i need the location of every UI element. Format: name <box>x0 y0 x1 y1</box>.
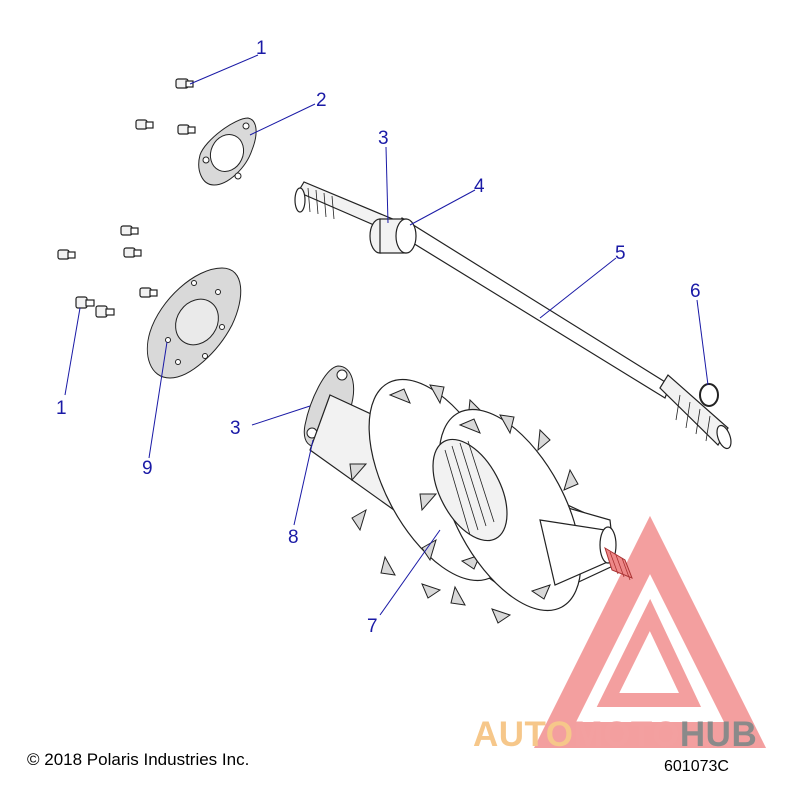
callout-1-upper: 1 <box>256 38 267 59</box>
watermark-moto: MOTO <box>573 715 680 754</box>
watermark-hub: HUB <box>679 715 758 754</box>
copyright-notice: © 2018 Polaris Industries Inc. <box>27 750 250 769</box>
drive-shaft <box>294 181 732 450</box>
watermark-text: AUTOMOTOHUB <box>473 715 757 755</box>
watermark-logo <box>533 515 767 748</box>
callout-9: 9 <box>142 458 153 479</box>
o-ring <box>699 383 719 407</box>
leader-lines <box>64 54 709 616</box>
bearing-collar <box>369 218 417 254</box>
callout-6: 6 <box>690 281 701 302</box>
flange-gasket <box>198 117 257 186</box>
callout-4: 4 <box>474 176 485 197</box>
callout-3-lower: 3 <box>230 418 241 439</box>
callout-5: 5 <box>615 243 626 264</box>
callout-7: 7 <box>367 616 378 637</box>
part-number: 601073C <box>664 758 729 775</box>
callout-labels: 1 2 3 4 5 6 1 9 3 8 7 <box>56 38 701 637</box>
bolt-left-upper <box>135 119 154 130</box>
bolt-group-lower <box>57 225 158 318</box>
bolt-top <box>175 78 194 89</box>
disc-plate <box>146 267 242 379</box>
callout-3-upper: 3 <box>378 128 389 149</box>
watermark-auto: AUTO <box>473 715 574 754</box>
bolt-mid-upper <box>177 124 196 135</box>
callout-1-lower: 1 <box>56 398 67 419</box>
drive-axle-assembly <box>303 365 633 624</box>
callout-8: 8 <box>288 527 299 548</box>
callout-2: 2 <box>316 90 327 111</box>
